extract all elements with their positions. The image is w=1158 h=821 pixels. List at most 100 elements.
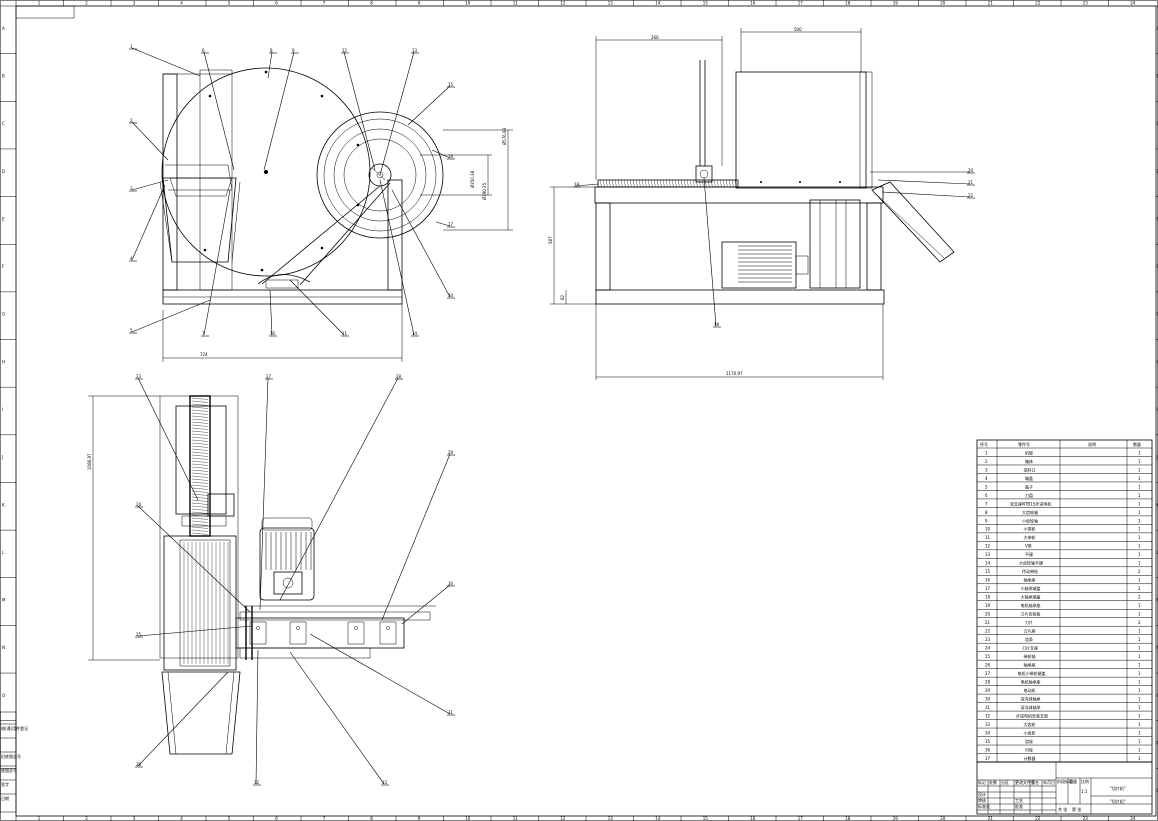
bom-cell-no: 21 xyxy=(985,620,991,625)
grid-label-right: F xyxy=(1157,264,1158,269)
grid-label-left: I xyxy=(2,407,3,412)
grid-label-top: 21 xyxy=(988,1,994,6)
grid-label-top: 4 xyxy=(180,1,183,6)
bom-cell-qty: 2 xyxy=(1138,620,1141,625)
rack-tooth xyxy=(635,179,638,188)
grid-label-right: E xyxy=(1157,216,1158,221)
rack-tooth xyxy=(620,179,623,188)
grid-label-left: E xyxy=(2,216,5,221)
grid-label-right: A xyxy=(1157,26,1158,31)
bom-cell-part: 小带轮 xyxy=(1024,526,1036,532)
bom-cell-no: 27 xyxy=(985,671,991,676)
bom-cell-qty: 2 xyxy=(1138,595,1141,600)
top-rack-tooth xyxy=(191,517,209,520)
bom-cell-part: 小齿轮 xyxy=(1024,729,1036,735)
front-dim-h3: Ø350.38 xyxy=(470,170,475,188)
top-hopper xyxy=(161,671,241,755)
bom-cell-part: 轴承座 xyxy=(1024,662,1036,668)
top-rack-tooth xyxy=(191,418,209,421)
front-dim-h1: Ø576.93 xyxy=(502,127,507,145)
bom-cell-qty: 1 xyxy=(1138,510,1141,515)
top-rack-tooth xyxy=(191,457,209,460)
rack-tooth xyxy=(728,179,731,188)
grid-label-left: L xyxy=(2,550,5,555)
grid-label-bottom: 17 xyxy=(798,816,804,821)
left-post xyxy=(162,73,178,291)
tb-label-date: 年月日 xyxy=(1043,779,1055,785)
strip-label-2: 旧底图总号 xyxy=(1,753,21,759)
rack-tooth xyxy=(689,179,692,188)
bom-cell-part: 内轮 xyxy=(1025,746,1033,752)
part-balloon-4: 4 xyxy=(130,256,133,261)
top-rack-tooth xyxy=(191,445,209,448)
grid-label-top: 15 xyxy=(703,1,709,6)
bom-cell-no: 1 xyxy=(985,450,988,455)
bom-cell-no: 19 xyxy=(985,603,991,608)
top-box-hatching xyxy=(183,542,229,664)
rack-tooth xyxy=(707,179,710,188)
grid-label-top: 14 xyxy=(655,1,661,6)
bom-cell-part: 刀片安装板 xyxy=(1021,611,1041,617)
top-rack-tooth xyxy=(191,430,209,433)
part-balloon-28: 28 xyxy=(396,374,402,379)
bom-cell-qty: 1 xyxy=(1138,527,1141,532)
motor-fins xyxy=(738,245,792,283)
grid-label-bottom: 10 xyxy=(465,816,471,821)
bom-cell-no: 36 xyxy=(985,747,991,752)
top-rack-tooth xyxy=(191,499,209,502)
grid-label-bottom: 21 xyxy=(988,816,994,821)
bom-cell-no: 11 xyxy=(985,535,991,540)
top-rack-tooth xyxy=(191,454,209,457)
bom-cell-no: 26 xyxy=(985,663,991,668)
tb-label-sheet: 第 张 xyxy=(1072,806,1081,812)
top-rack-tooth xyxy=(191,493,209,496)
bom-cell-qty: 1 xyxy=(1138,578,1141,583)
grid-label-top: 2 xyxy=(85,1,88,6)
bom-cell-no: 31 xyxy=(985,705,991,710)
grid-label-bottom: 15 xyxy=(703,816,709,821)
bom-cell-qty: 1 xyxy=(1138,476,1141,481)
bom-cell-part: 传动带轮 xyxy=(1022,568,1038,574)
rack-tooth xyxy=(698,179,701,188)
grid-label-top: 10 xyxy=(465,1,471,6)
rack-tooth xyxy=(605,179,608,188)
bom-cell-part: 大齿轮轴平键 xyxy=(1019,560,1043,566)
part-balloon-18: 18 xyxy=(574,182,580,187)
bom-cell-qty: 1 xyxy=(1138,467,1141,472)
bom-cell-qty: 1 xyxy=(1138,756,1141,761)
large-pulley-outer xyxy=(316,111,444,239)
stepper-gear xyxy=(695,165,713,183)
bom-header-desc: 说明 xyxy=(1088,441,1096,447)
grid-label-top: 24 xyxy=(1130,1,1136,6)
top-rack-tooth xyxy=(191,436,209,439)
grid-label-left: N xyxy=(2,645,5,650)
tb-label-change: 更改文件号 xyxy=(1015,779,1035,785)
bom-cell-no: 8 xyxy=(985,510,988,515)
bom-cell-no: 20 xyxy=(985,612,991,617)
grid-label-top: 16 xyxy=(750,1,756,6)
part-balloon-19: 19 xyxy=(714,322,720,327)
part-balloon-15: 15 xyxy=(448,82,454,87)
part-balloon-10: 10 xyxy=(270,331,276,336)
bom-cell-part: 步进电机安装支架 xyxy=(1016,712,1048,718)
grid-label-bottom: 9 xyxy=(418,816,421,821)
bom-cell-qty: 1 xyxy=(1138,459,1141,464)
top-rack-tooth xyxy=(191,415,209,418)
strip-label-5: 日期 xyxy=(1,795,9,801)
bom-cell-part: 齿轮 xyxy=(1025,738,1033,744)
grid-label-top: 9 xyxy=(418,1,421,6)
bom-cell-qty: 1 xyxy=(1138,629,1141,634)
top-rack-tooth xyxy=(191,526,209,529)
top-rack-tooth xyxy=(191,469,209,472)
top-rack-tooth xyxy=(191,439,209,442)
top-rack-tooth xyxy=(191,529,209,532)
bom-cell-qty: 1 xyxy=(1138,637,1141,642)
top-rack-tooth xyxy=(191,397,209,400)
part-balloon-32: 32 xyxy=(254,780,260,785)
strip-label-1: 借(通)用件登记 xyxy=(1,725,28,731)
rack-tooth xyxy=(719,179,722,188)
grid-ruler-right: ABCDEFGHIJKLMNOPQ xyxy=(1156,5,1158,793)
top-rack-tooth xyxy=(191,409,209,412)
